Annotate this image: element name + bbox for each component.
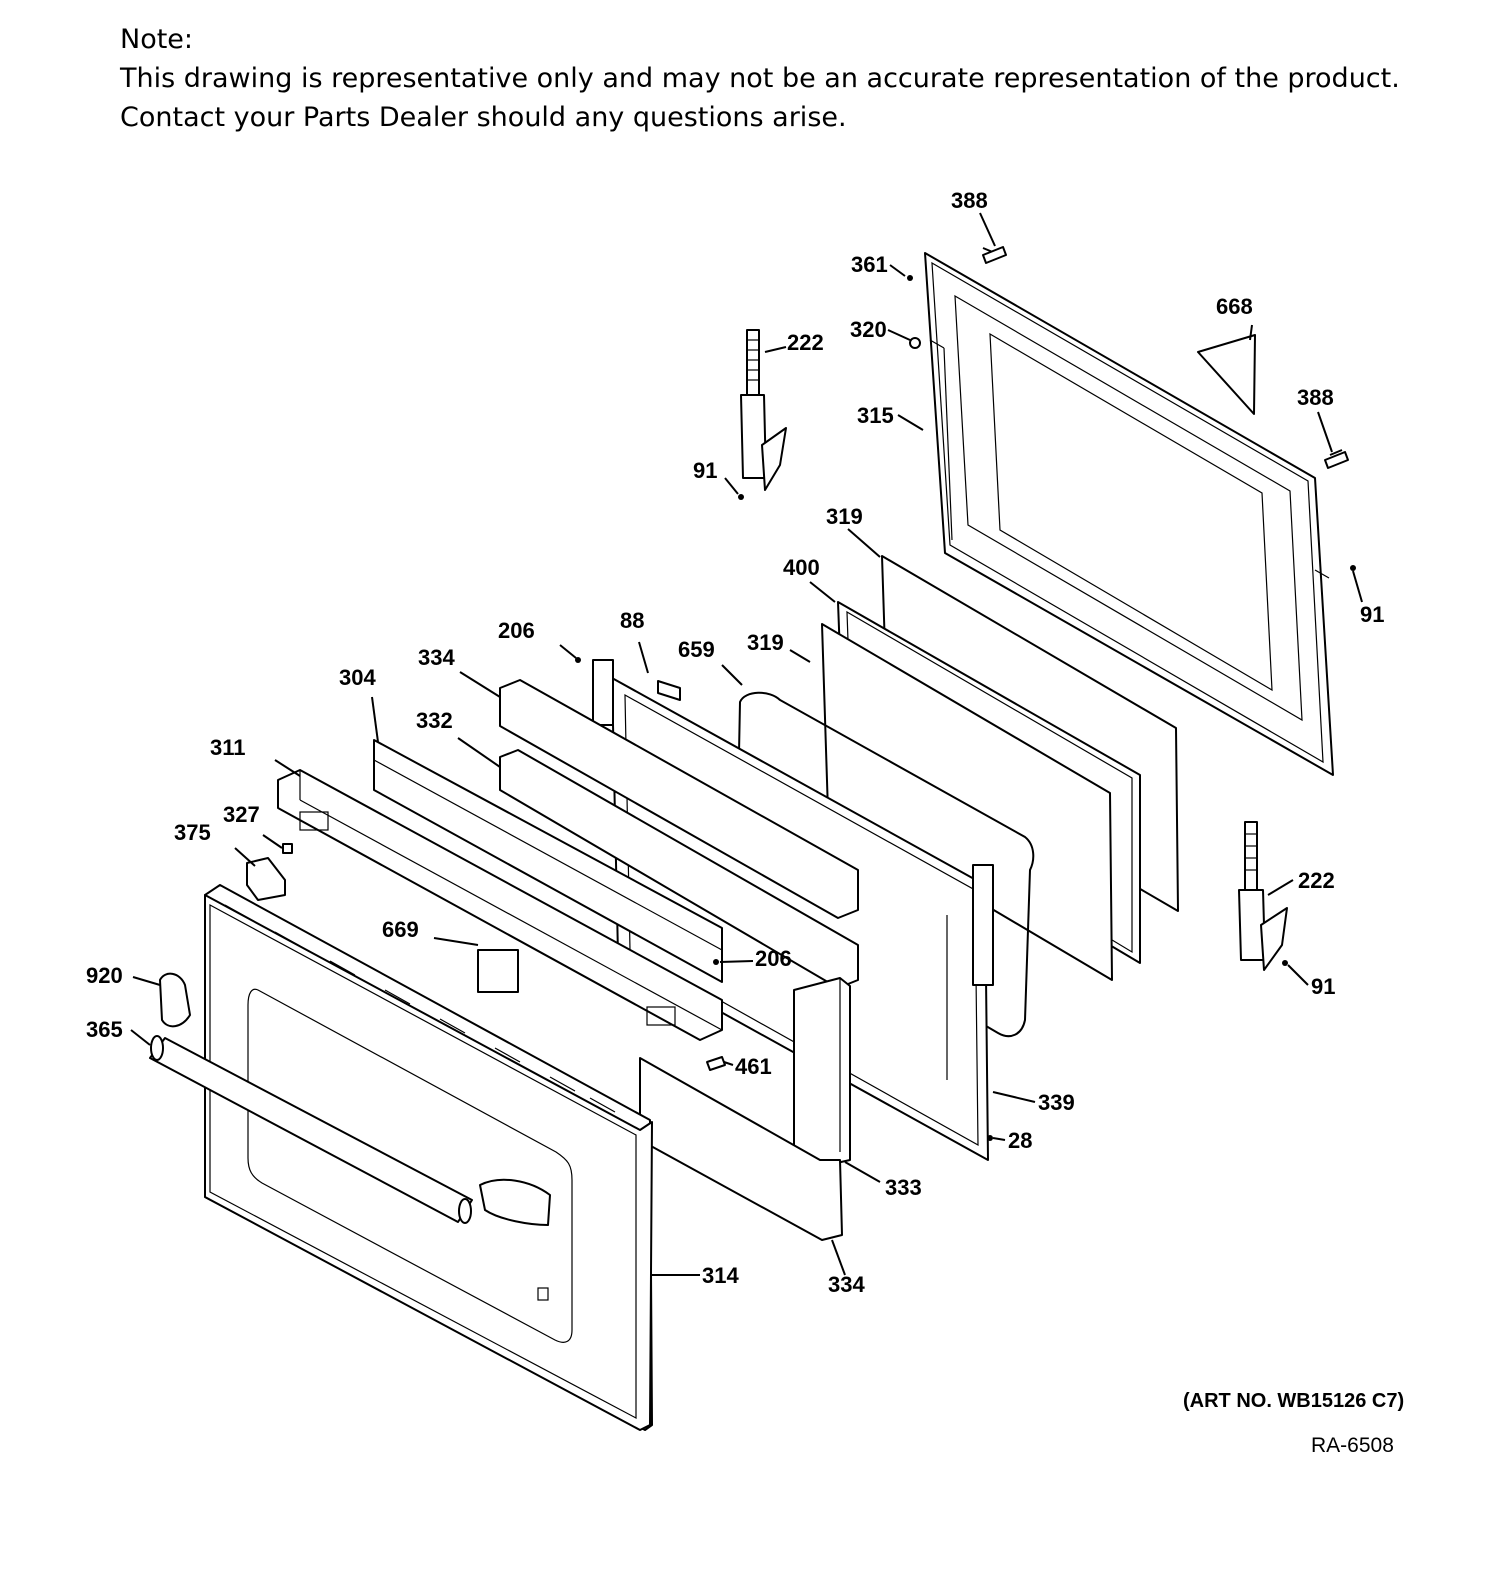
art-number: (ART NO. WB15126 C7) [1183,1390,1405,1412]
callout-334-bottom: 334 [828,1272,865,1297]
callout-315: 315 [857,403,894,428]
callout-91-bottom: 91 [1311,974,1335,999]
callout-388-top: 388 [951,188,988,213]
callout-327: 327 [223,802,260,827]
callout-333: 333 [885,1175,922,1200]
disclaimer-note: Note: This drawing is representative onl… [120,20,1400,137]
screw-206-top [575,657,581,663]
screw-461 [706,1056,726,1071]
callout-319-back: 319 [826,504,863,529]
glass-319-front [821,623,1113,981]
hinge-left-222 [738,329,787,500]
insulation-334-top [499,679,859,919]
callout-91-right: 91 [1360,602,1384,627]
callout-206-mid: 206 [755,946,792,971]
callout-304: 304 [339,665,376,690]
note-line-2: Contact your Parts Dealer should any que… [120,102,847,133]
clip-327 [282,843,293,854]
callout-206-top: 206 [498,618,535,643]
outer-door-314 [204,884,653,1431]
callout-400: 400 [783,555,820,580]
callout-375: 375 [174,820,211,845]
callout-461: 461 [735,1054,772,1079]
callout-365: 365 [86,1017,123,1042]
callout-311: 311 [210,735,246,760]
side-trim-333 [793,977,851,1171]
callout-339: 339 [1038,1090,1075,1115]
callout-222-right: 222 [1298,868,1335,893]
handle-365 [149,1035,551,1226]
hinge-right-222 [1238,821,1288,971]
callout-388-right: 388 [1297,385,1334,410]
baffle-304 [373,739,723,983]
callout-319-front: 319 [747,630,784,655]
bracket-375 [246,857,286,901]
insulation-pad-668 [1197,334,1256,415]
callout-91-left: 91 [693,458,717,483]
note-heading: Note: [120,24,194,55]
screw-91-right [1350,565,1356,571]
end-cap-920 [159,972,191,1028]
callout-659: 659 [678,637,715,662]
callout-332: 332 [416,708,453,733]
door-liner-315 [924,252,1334,776]
callout-222-top: 222 [787,330,824,355]
callout-669: 669 [382,917,419,942]
callout-labels: 388 361 320 668 222 315 388 91 319 400 9… [86,188,1384,1297]
callout-88: 88 [620,608,644,633]
leader-lines [130,212,1363,1276]
callout-28: 28 [1008,1128,1032,1153]
callout-334-top: 334 [418,645,455,670]
callout-320: 320 [850,317,887,342]
reference-code: RA-6508 [1311,1434,1394,1457]
screw-206-mid [713,959,719,965]
note-line-1: This drawing is representative only and … [120,63,1400,94]
vent-trim-311 [277,769,723,1041]
insulation-332 [499,749,859,989]
screws-top [907,246,1349,469]
bracket-669 [477,949,519,993]
callout-920: 920 [86,963,123,988]
callout-314: 314 [702,1263,739,1288]
callout-668: 668 [1216,294,1253,319]
callout-361: 361 [851,252,888,277]
